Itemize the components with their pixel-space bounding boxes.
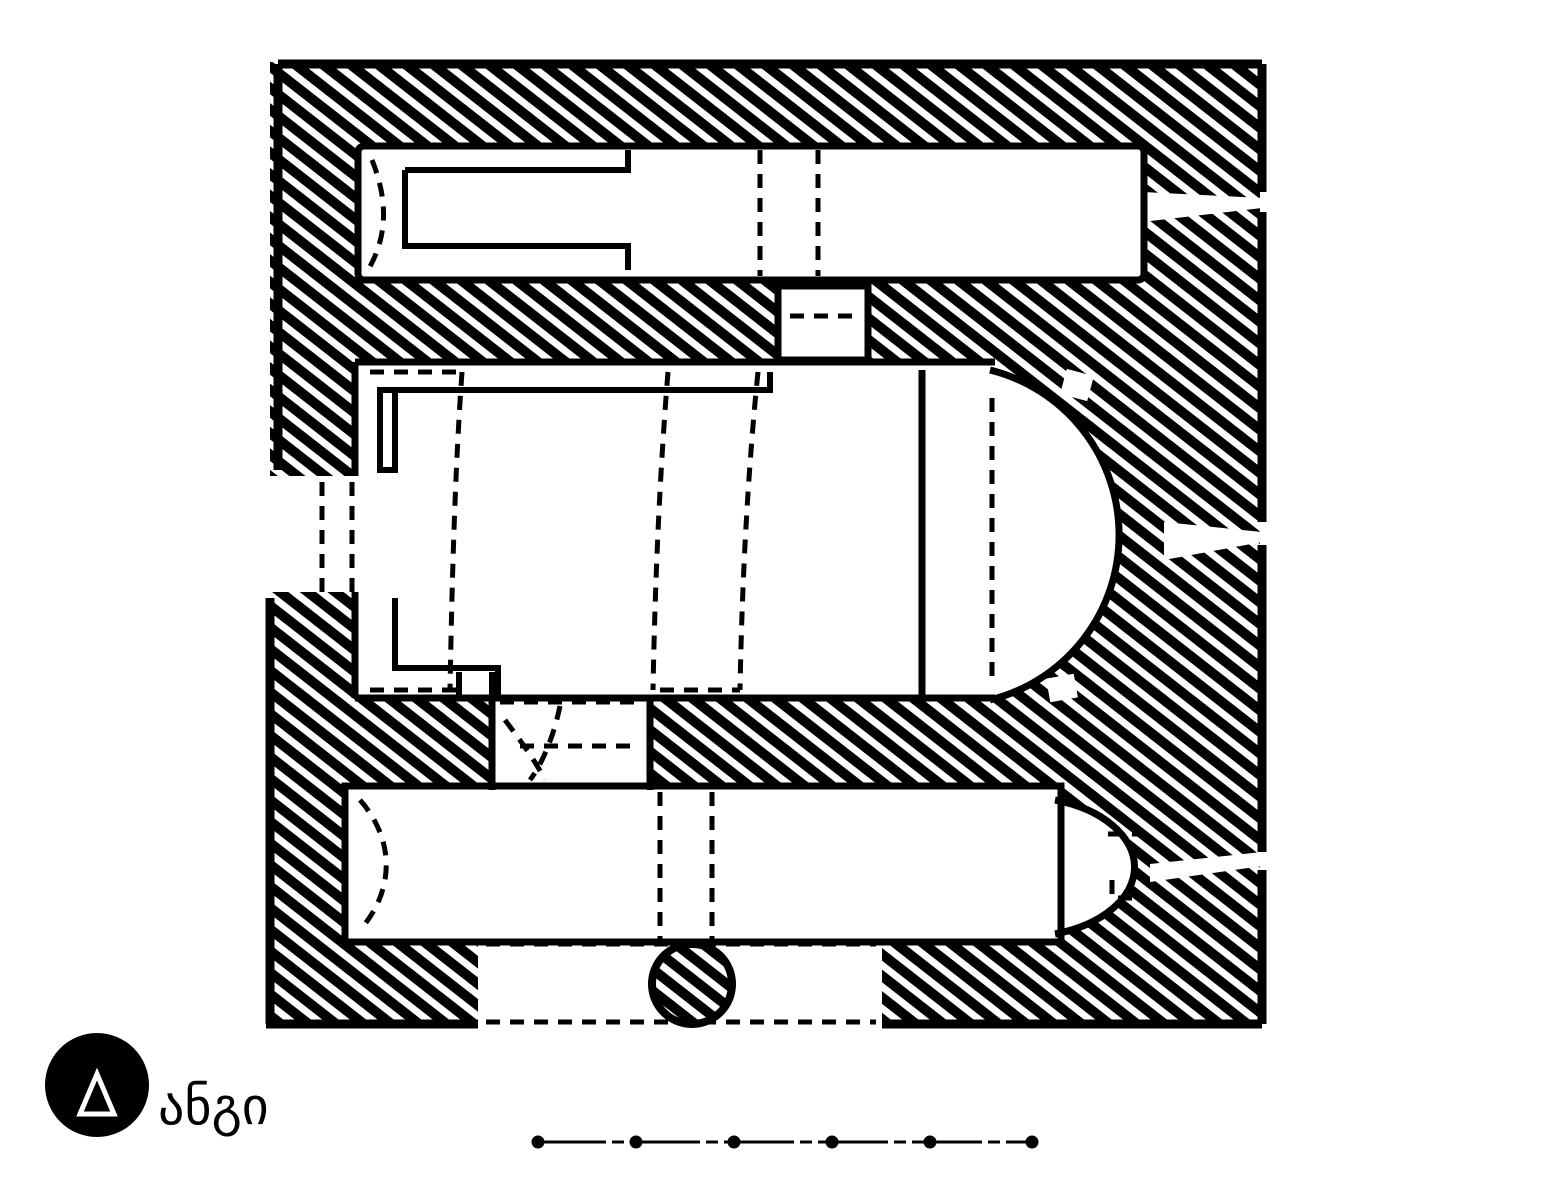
scale-bar: [531, 1135, 1039, 1149]
column: [648, 940, 736, 1028]
logo: ანგი: [45, 1033, 269, 1137]
nave-pilasters: [377, 150, 773, 698]
outer-wall-outline: [265, 59, 1267, 1029]
wall-masonry: [270, 62, 1260, 1024]
triangle-in-circle-icon: [45, 1033, 149, 1137]
logo-text: ანგი: [158, 1077, 269, 1137]
